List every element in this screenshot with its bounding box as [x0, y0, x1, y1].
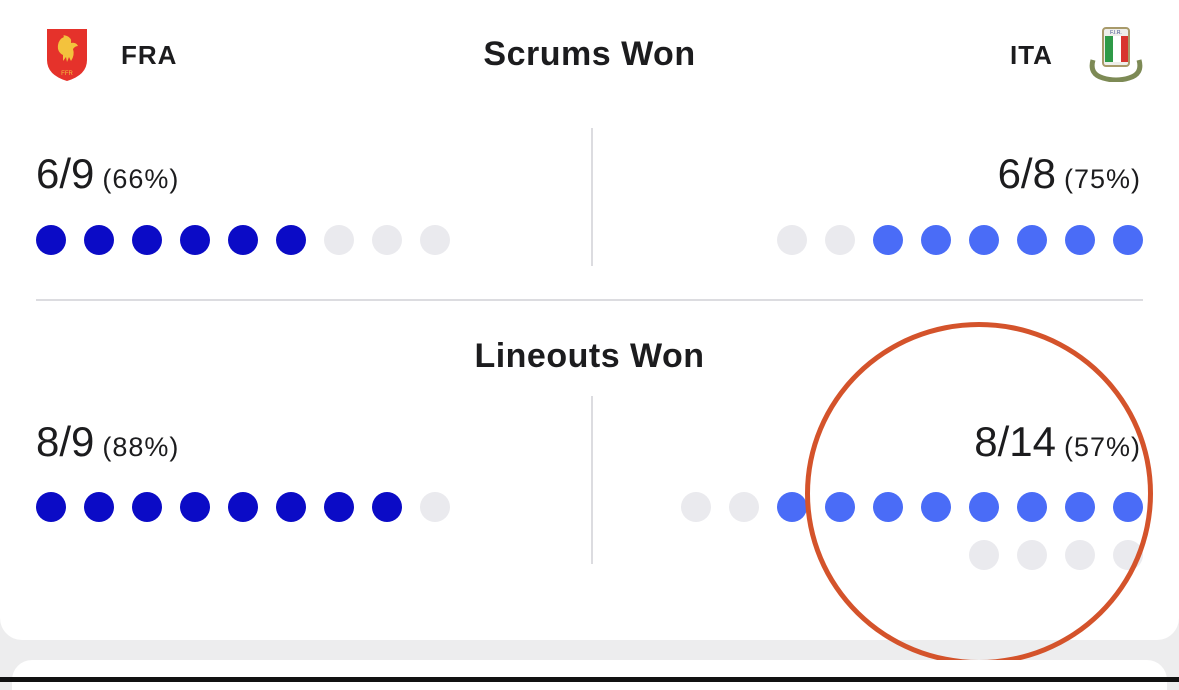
lineouts-home-percent: (88%): [102, 432, 180, 462]
scrums-away-stat: 6/8(75%): [998, 150, 1141, 198]
won-dot: [228, 492, 258, 522]
won-dot: [324, 492, 354, 522]
won-dot: [84, 225, 114, 255]
empty-dot: [420, 225, 450, 255]
won-dot: [777, 492, 807, 522]
lineouts-divider: [591, 396, 593, 564]
lineouts-home-stat: 8/9(88%): [36, 418, 179, 466]
won-dot: [228, 225, 258, 255]
won-dot: [180, 492, 210, 522]
won-dot: [36, 492, 66, 522]
screen-bottom-edge: [0, 677, 1179, 682]
empty-dot: [324, 225, 354, 255]
scrums-home-fraction: 6/9: [36, 150, 95, 197]
won-dot: [180, 225, 210, 255]
scrums-away-percent: (75%): [1063, 164, 1141, 194]
won-dot: [132, 492, 162, 522]
won-dot: [1017, 225, 1047, 255]
empty-dot: [681, 492, 711, 522]
scrums-home-stat: 6/9(66%): [36, 150, 179, 198]
won-dot: [372, 492, 402, 522]
next-card: [12, 660, 1167, 690]
svg-text:F.I.R.: F.I.R.: [1110, 30, 1122, 36]
empty-dot: [777, 225, 807, 255]
lineouts-home-fraction: 8/9: [36, 418, 95, 465]
empty-dot: [372, 225, 402, 255]
lineouts-title: Lineouts Won: [474, 337, 705, 375]
scrums-home-percent: (66%): [102, 164, 180, 194]
won-dot: [921, 225, 951, 255]
won-dot: [969, 225, 999, 255]
empty-dot: [420, 492, 450, 522]
won-dot: [36, 225, 66, 255]
svg-text:FFR: FFR: [61, 71, 73, 77]
home-team-code: FRA: [121, 40, 178, 70]
empty-dot: [729, 492, 759, 522]
won-dot: [1065, 225, 1095, 255]
won-dot: [132, 225, 162, 255]
annotation-circle: [805, 322, 1153, 665]
won-dot: [84, 492, 114, 522]
away-team-code: ITA: [1010, 40, 1053, 70]
ita-rugby-crest-icon: F.I.R.: [1089, 24, 1143, 83]
empty-dot: [825, 225, 855, 255]
won-dot: [873, 225, 903, 255]
scrums-title: Scrums Won: [483, 35, 696, 73]
won-dot: [276, 492, 306, 522]
scrums-divider: [591, 128, 593, 266]
won-dot: [1113, 225, 1143, 255]
section-divider: [36, 299, 1143, 301]
won-dot: [276, 225, 306, 255]
fra-rugby-crest-icon: FFR: [44, 26, 90, 82]
scrums-away-fraction: 6/8: [997, 150, 1056, 197]
